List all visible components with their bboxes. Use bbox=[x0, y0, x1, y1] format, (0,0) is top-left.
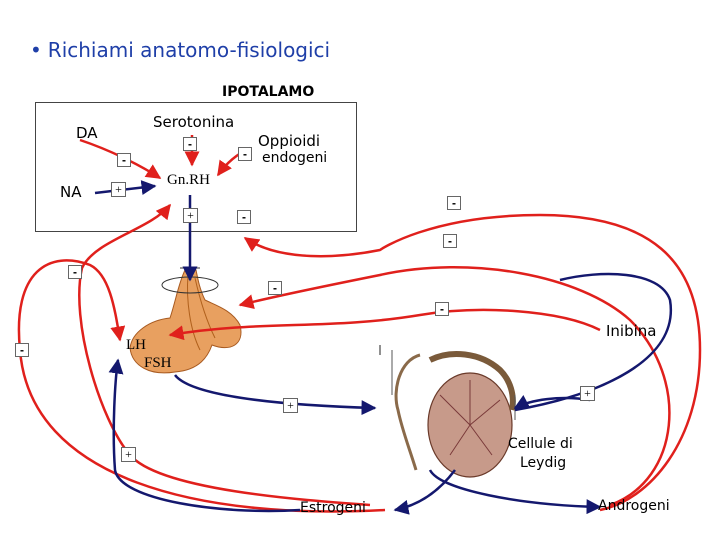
label-lh: LH bbox=[126, 337, 146, 353]
plus-sign: + bbox=[121, 447, 136, 462]
slide-title: •Richiami anatomo-fisiologici bbox=[30, 38, 330, 62]
testis-illustration bbox=[391, 350, 516, 478]
title-text: Richiami anatomo-fisiologici bbox=[47, 38, 331, 62]
minus-sign: - bbox=[15, 343, 29, 357]
label-da: DA bbox=[76, 124, 98, 142]
label-fsh: FSH bbox=[144, 355, 172, 371]
minus-sign: - bbox=[435, 302, 449, 316]
label-na: NA bbox=[60, 183, 82, 201]
label-leydig: Leydig bbox=[520, 455, 567, 471]
minus-sign: - bbox=[268, 281, 282, 295]
minus-sign: - bbox=[443, 234, 457, 248]
label-cellule-di: Cellule di bbox=[508, 436, 573, 452]
minus-sign: - bbox=[183, 137, 197, 151]
minus-sign: - bbox=[238, 147, 252, 161]
hypothalamus-box bbox=[35, 102, 357, 232]
plus-sign: + bbox=[283, 398, 298, 413]
label-androgeni: Androgeni bbox=[598, 498, 670, 514]
label-ipotalamo: IPOTALAMO bbox=[222, 84, 315, 100]
plus-sign: + bbox=[111, 182, 126, 197]
label-inibina: Inibina bbox=[606, 322, 657, 340]
minus-sign: - bbox=[117, 153, 131, 167]
title-bullet: • bbox=[30, 38, 42, 62]
label-gnrh: Gn.RH bbox=[167, 172, 210, 188]
minus-sign: - bbox=[68, 265, 82, 279]
blue-stimulatory-arrows bbox=[94, 180, 673, 515]
red-inhibitory-arrows bbox=[17, 135, 702, 513]
label-endogeni: endogeni bbox=[262, 150, 328, 166]
minus-sign: - bbox=[447, 196, 461, 210]
label-oppioidi: Oppioidi bbox=[258, 132, 321, 150]
plus-sign: + bbox=[580, 386, 595, 401]
minus-sign: - bbox=[237, 210, 251, 224]
label-estrogeni: Estrogeni bbox=[300, 500, 366, 516]
plus-sign: + bbox=[183, 208, 198, 223]
label-serotonina: Serotonina bbox=[153, 113, 235, 131]
